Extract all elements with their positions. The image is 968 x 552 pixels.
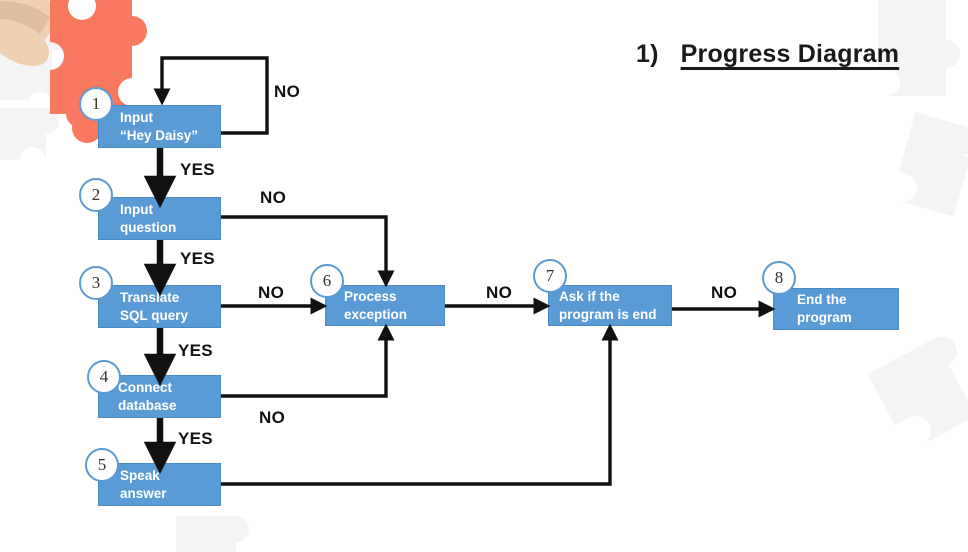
edge-label-no-4: NO <box>259 408 286 427</box>
node-1-line-1: Input <box>120 109 153 125</box>
edge-label-no-1: NO <box>274 82 301 101</box>
node-6-step-badge: 6 <box>310 264 344 298</box>
node-8-end-the-program[interactable]: End the program <box>773 288 899 330</box>
hand-illustration <box>0 0 58 66</box>
node-5-line-2: answer <box>120 485 167 501</box>
node-3-step-badge: 3 <box>79 266 113 300</box>
node-4-line-2: database <box>118 397 177 413</box>
edge-label-no-2: NO <box>260 188 287 207</box>
edge-label-yes-3: YES <box>178 341 213 360</box>
node-6-line-2: exception <box>344 306 408 322</box>
edge-4-6-no <box>221 323 395 398</box>
node-7-ask-if-program-is-end[interactable]: Ask if the program is end <box>548 285 672 326</box>
node-8-line-2: program <box>797 310 852 325</box>
node-5-step-badge: 5 <box>85 448 119 482</box>
edge-label-no-7: NO <box>711 283 738 302</box>
node-8-line-1: End the <box>797 292 847 307</box>
node-1-input-hey-daisy[interactable]: Input “Hey Daisy” <box>98 105 221 148</box>
node-4-step-badge: 4 <box>87 360 121 394</box>
node-2-step-badge: 2 <box>79 178 113 212</box>
page-title: 1) Progress Diagram <box>636 40 899 69</box>
edge-label-no-6: NO <box>486 283 513 302</box>
node-8-step-badge: 8 <box>762 261 796 295</box>
node-1-step-badge: 1 <box>79 87 113 121</box>
node-1-line-2: “Hey Daisy” <box>120 127 199 143</box>
edge-5-7 <box>221 323 619 486</box>
edge-label-no-3: NO <box>258 283 285 302</box>
title-number: 1) <box>636 40 659 68</box>
node-7-step-badge: 7 <box>533 259 567 293</box>
title-text: Progress Diagram <box>680 40 900 68</box>
node-7-line-1: Ask if the <box>559 288 620 304</box>
edge-1-self-no <box>153 56 269 135</box>
node-6-line-1: Process <box>344 288 397 304</box>
node-3-line-2: SQL query <box>120 307 189 323</box>
edge-2-6-no <box>221 215 395 288</box>
edge-label-yes-2: YES <box>180 249 215 268</box>
edge-label-yes-1: YES <box>180 160 215 179</box>
edge-label-yes-4: YES <box>178 429 213 448</box>
node-2-line-2: question <box>120 219 177 235</box>
node-7-line-2: program is end <box>559 306 657 322</box>
